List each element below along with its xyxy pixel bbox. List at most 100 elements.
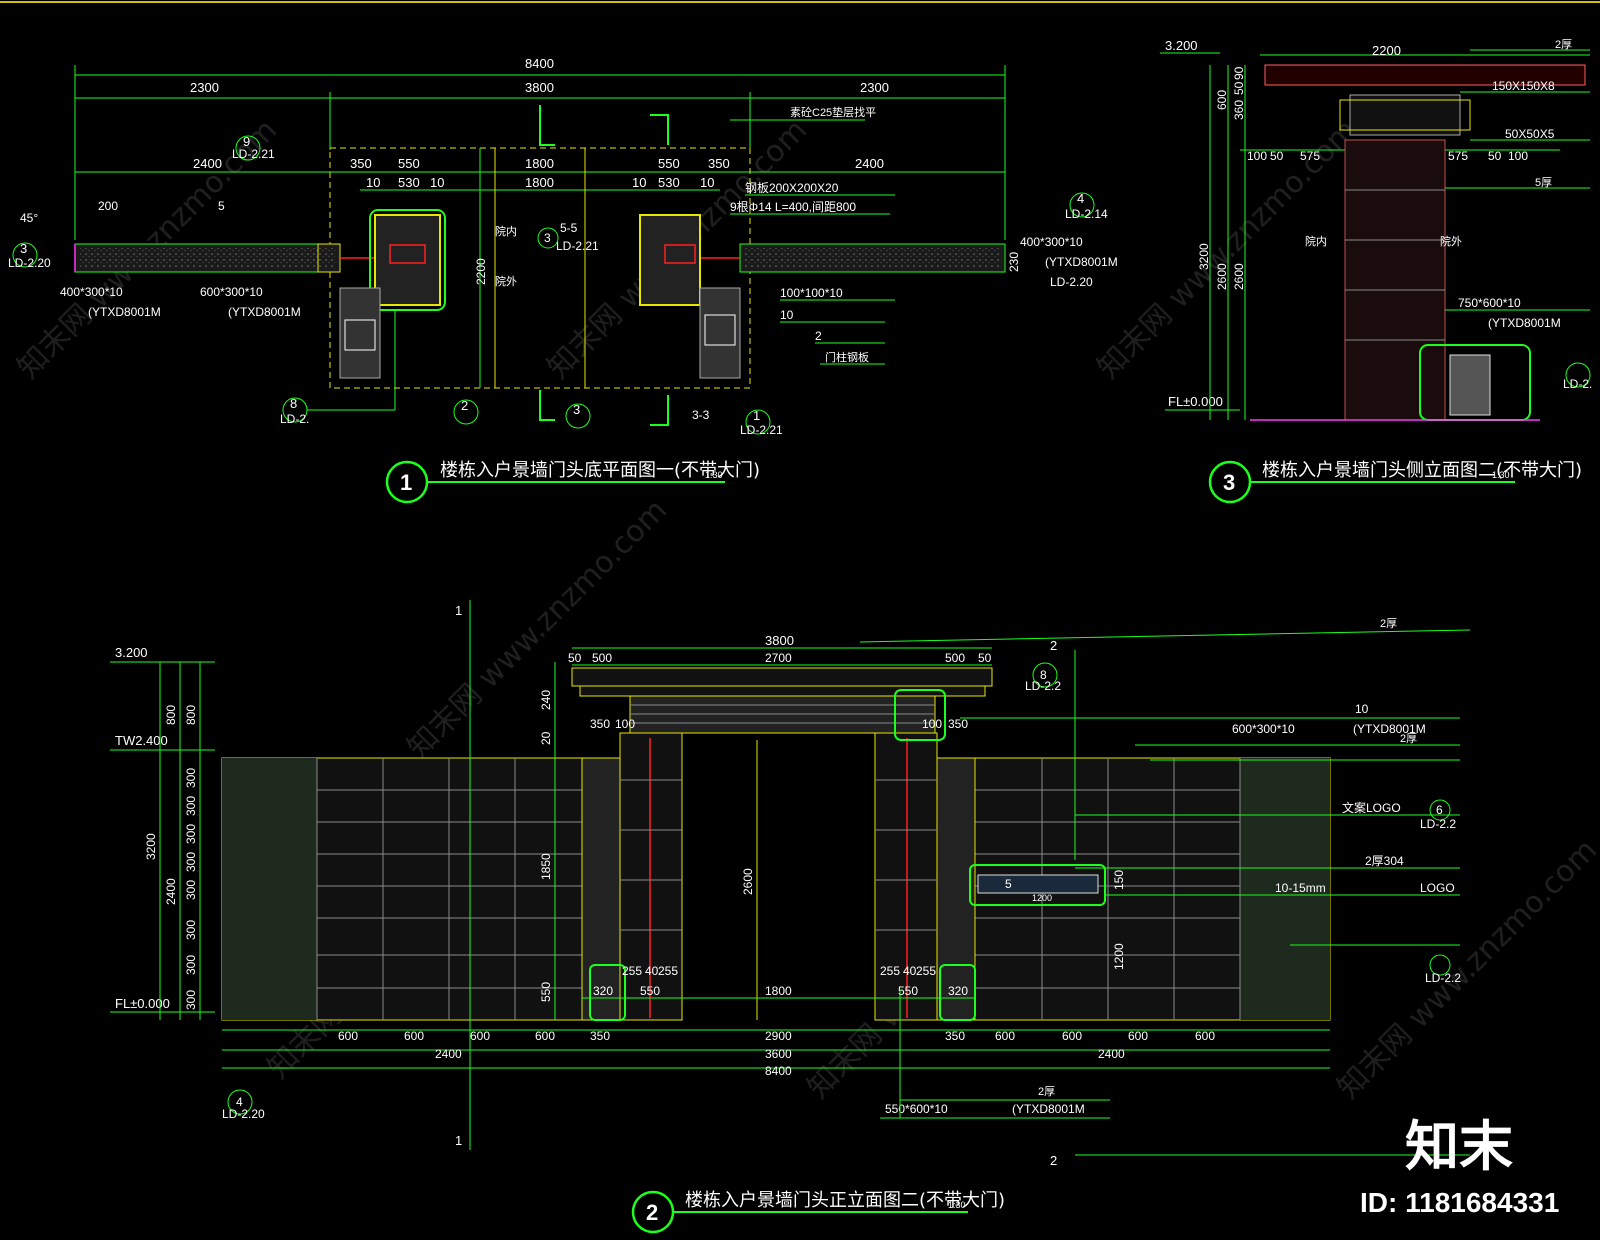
svg-text:350: 350 — [590, 717, 610, 731]
pillar-halo — [369, 209, 446, 311]
svg-text:600: 600 — [404, 1029, 424, 1043]
dim: 530 — [398, 175, 420, 190]
side-elevation: 3.200 2200 100 50 575 750 575 50 100 FL±… — [1160, 38, 1592, 504]
svg-text:2400: 2400 — [164, 878, 178, 905]
svg-text:3: 3 — [1223, 470, 1235, 495]
note-t4: 门柱钢板 — [825, 350, 869, 364]
svg-text:3: 3 — [573, 402, 580, 417]
svg-text:90: 90 — [1232, 66, 1246, 80]
svg-text:8400: 8400 — [765, 1064, 792, 1078]
svg-text:8: 8 — [290, 396, 297, 411]
svg-text:2: 2 — [1050, 638, 1057, 653]
cornice — [571, 667, 993, 687]
detail-halo — [894, 689, 946, 741]
level-top: 3.200 — [115, 645, 148, 660]
svg-text:4: 4 — [1077, 191, 1084, 206]
side-title: 3 楼栋入户景墙门头侧立面图二(不带大门) 1:30 — [1208, 460, 1582, 504]
right-pillar-plan — [639, 214, 701, 306]
beam — [1349, 94, 1461, 136]
note-code-left: (YTXD8001M — [88, 305, 161, 319]
svg-text:6: 6 — [1436, 803, 1443, 817]
front-title: 2 楼栋入户景墙门头正立面图二(不带大门) 1:30 — [631, 1190, 1005, 1234]
note-230: 230 — [1007, 252, 1021, 272]
dim: 2400 — [193, 156, 222, 171]
svg-text:550: 550 — [539, 982, 553, 1002]
svg-text:1: 1 — [400, 470, 412, 495]
svg-text:文案LOGO: 文案LOGO — [1342, 800, 1401, 815]
svg-text:9: 9 — [243, 134, 250, 149]
note-ld220: LD-2.20 — [1050, 275, 1093, 289]
svg-text:40: 40 — [903, 964, 917, 978]
plan-view: 8400 2300 3800 2300 2400 350 550 1800 55… — [8, 56, 1118, 504]
svg-text:800: 800 — [184, 705, 198, 725]
dim: 550 — [658, 156, 680, 171]
inner-label: 院内 — [495, 224, 517, 238]
svg-text:2厚: 2厚 — [1555, 38, 1572, 51]
dim-2200: 2200 — [1372, 43, 1401, 58]
level-tw: TW2.400 — [115, 733, 168, 748]
svg-text:600: 600 — [535, 1029, 555, 1043]
svg-text:300: 300 — [184, 796, 198, 816]
note-t1: 100*100*10 — [780, 286, 843, 300]
dim: 2400 — [855, 156, 884, 171]
svg-text:2600: 2600 — [1232, 263, 1246, 290]
svg-text:3200: 3200 — [1197, 243, 1211, 270]
dim-2200: 2200 — [474, 258, 488, 285]
svg-text:50: 50 — [568, 651, 582, 665]
note-t3: 2 — [815, 329, 822, 343]
front-title-text: 楼栋入户景墙门头正立面图二(不带大门) — [685, 1190, 1005, 1211]
detail-marker: 9 LD-2.21 — [232, 134, 275, 161]
svg-text:2: 2 — [461, 398, 468, 413]
detail-marker: 8 LD-2. — [280, 310, 396, 426]
dim: 350 — [350, 156, 372, 171]
svg-text:LD-2.20: LD-2.20 — [8, 256, 51, 270]
svg-text:320: 320 — [593, 984, 613, 998]
dim: 10 — [632, 175, 646, 190]
svg-text:4: 4 — [236, 1095, 243, 1109]
svg-text:575: 575 — [1448, 149, 1468, 163]
svg-text:3200: 3200 — [144, 833, 158, 860]
dim: 530 — [658, 175, 680, 190]
svg-text:LD-2.21: LD-2.21 — [232, 147, 275, 161]
note-200: 200 — [98, 199, 118, 213]
note-size-left: 400*300*10 — [60, 285, 123, 299]
svg-text:2600: 2600 — [741, 868, 755, 895]
svg-text:2厚: 2厚 — [1380, 617, 1397, 630]
svg-text:600*300*10: 600*300*10 — [1232, 722, 1295, 736]
svg-text:1200: 1200 — [1032, 893, 1052, 903]
svg-text:500: 500 — [945, 651, 965, 665]
svg-text:2: 2 — [646, 1200, 658, 1225]
svg-text:3800: 3800 — [765, 633, 794, 648]
svg-text:2600: 2600 — [1215, 263, 1229, 290]
svg-text:300: 300 — [184, 955, 198, 975]
svg-text:300: 300 — [184, 768, 198, 788]
svg-text:5厚: 5厚 — [1535, 176, 1552, 189]
svg-text:LD-2.14: LD-2.14 — [1065, 207, 1108, 221]
svg-text:255: 255 — [916, 964, 936, 978]
svg-text:2厚: 2厚 — [1400, 732, 1417, 745]
svg-text:100: 100 — [1508, 149, 1528, 163]
svg-text:150X150X8: 150X150X8 — [1492, 79, 1555, 93]
svg-text:1: 1 — [455, 1133, 462, 1148]
front-elevation: 3.200 TW2.400 FL±0.000 800 800 3200 2400… — [110, 600, 1471, 1234]
note-c25: 素砼C25垫层找平 — [790, 105, 876, 119]
svg-text:150: 150 — [1112, 870, 1126, 890]
svg-text:LD-2.21: LD-2.21 — [740, 423, 783, 437]
svg-text:2900: 2900 — [765, 1029, 792, 1043]
svg-text:350: 350 — [948, 717, 968, 731]
section-marker: 2 3 1 LD-2.21 3-3 — [453, 398, 783, 437]
svg-text:2厚304: 2厚304 — [1365, 854, 1404, 868]
level-top: 3.200 — [1165, 38, 1198, 53]
svg-text:1: 1 — [753, 408, 760, 423]
svg-text:8: 8 — [1040, 668, 1047, 682]
svg-text:600: 600 — [470, 1029, 490, 1043]
svg-text:575: 575 — [1300, 149, 1320, 163]
svg-text:550: 550 — [898, 984, 918, 998]
svg-text:600: 600 — [1195, 1029, 1215, 1043]
svg-text:10-15mm: 10-15mm — [1275, 881, 1326, 895]
svg-text:600: 600 — [995, 1029, 1015, 1043]
svg-text:1800: 1800 — [765, 984, 792, 998]
plan-title-text: 楼栋入户景墙门头底平面图一(不带大门) — [440, 460, 760, 481]
svg-text:320: 320 — [948, 984, 968, 998]
svg-text:5: 5 — [1005, 877, 1012, 891]
